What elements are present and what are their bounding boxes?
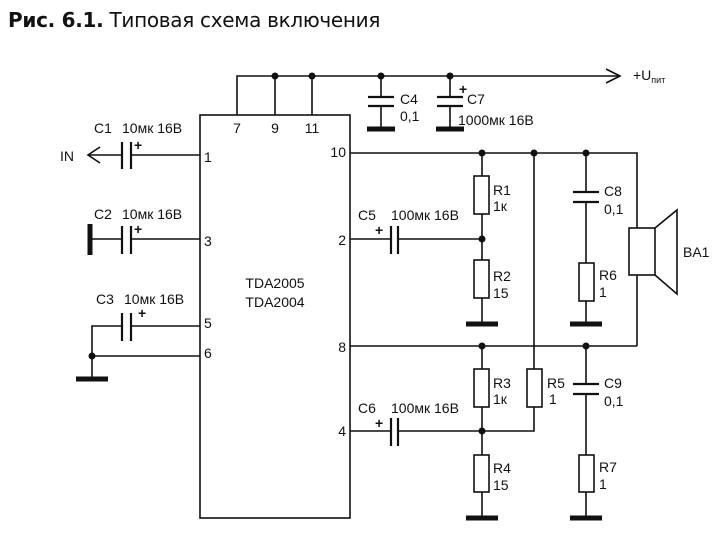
r3-ref: R3 bbox=[493, 375, 511, 391]
pin-8-label: 8 bbox=[338, 339, 346, 355]
ic-part-2: TDA2004 bbox=[245, 294, 304, 310]
pin-5-label: 5 bbox=[204, 315, 212, 331]
pin-4-label: 4 bbox=[338, 423, 346, 439]
junction-dot bbox=[271, 72, 279, 80]
pin-3-label: 3 bbox=[204, 233, 212, 249]
speaker-ba1 bbox=[628, 208, 678, 346]
input-c1 bbox=[86, 142, 200, 169]
pin-10-label: 10 bbox=[330, 144, 346, 160]
c2-value: 10мк 16В bbox=[122, 206, 182, 222]
c3-ref: C3 bbox=[96, 291, 114, 307]
c8-value: 0,1 bbox=[604, 201, 624, 217]
pin-1-label: 1 bbox=[204, 149, 212, 165]
zobel-c8-r6 bbox=[570, 153, 602, 327]
input-label: IN bbox=[60, 148, 74, 164]
c4-ref: C4 bbox=[400, 91, 418, 107]
resistor-r1 bbox=[473, 175, 490, 215]
c3-value: 10мк 16В bbox=[124, 291, 184, 307]
c6-value: 100мк 16В bbox=[391, 400, 459, 416]
capacitor-c3 bbox=[76, 313, 200, 382]
c4-value: 0,1 bbox=[400, 108, 420, 124]
r6-value: 1 bbox=[599, 284, 607, 300]
capacitor-c4 bbox=[367, 76, 395, 132]
ba1-ref: BA1 bbox=[683, 244, 710, 260]
figure-caption: Рис. 6.1. Типовая схема включения bbox=[8, 8, 380, 32]
ic-body bbox=[199, 114, 351, 519]
figure-title: Типовая схема включения bbox=[109, 8, 381, 32]
c1-value: 10мк 16В bbox=[122, 120, 182, 136]
r2-value: 15 bbox=[493, 285, 509, 301]
r6-ref: R6 bbox=[599, 267, 617, 283]
c7-polarity: + bbox=[459, 81, 467, 97]
c2-polarity: + bbox=[134, 221, 142, 237]
resistor-r5 bbox=[526, 368, 543, 408]
c7-value: 1000мк 16В bbox=[458, 112, 534, 128]
r3-value: 1к bbox=[493, 391, 508, 407]
resistor-r3 bbox=[473, 368, 490, 408]
r1-value: 1к bbox=[493, 198, 508, 214]
r5-value: 1 bbox=[549, 391, 557, 407]
supply-rail bbox=[236, 68, 622, 115]
supply-label: +Uпит bbox=[633, 67, 665, 85]
resistor-r6 bbox=[578, 262, 595, 302]
bridge-r5 bbox=[482, 153, 543, 432]
junction-dot bbox=[88, 352, 96, 360]
c5-ref: C5 bbox=[358, 207, 376, 223]
r7-value: 1 bbox=[599, 476, 607, 492]
c5-value: 100мк 16В bbox=[391, 207, 459, 223]
r2-ref: R2 bbox=[493, 268, 511, 284]
r4-value: 15 bbox=[493, 477, 509, 493]
c5-polarity: + bbox=[375, 222, 383, 238]
pin-6-label: 6 bbox=[204, 345, 212, 361]
capacitor-c7 bbox=[436, 76, 464, 132]
c9-ref: C9 bbox=[604, 375, 622, 391]
ic-part-1: TDA2005 bbox=[245, 275, 304, 291]
c1-ref: C1 bbox=[94, 120, 112, 136]
c9-value: 0,1 bbox=[604, 393, 624, 409]
resistor-r2 bbox=[473, 259, 490, 299]
resistor-r4 bbox=[473, 454, 490, 493]
junction-dot bbox=[308, 72, 316, 80]
c1-polarity: + bbox=[134, 137, 142, 153]
r1-ref: R1 bbox=[493, 182, 511, 198]
pin-11-label: 11 bbox=[305, 120, 320, 136]
c6-polarity: + bbox=[375, 415, 383, 431]
figure-number: Рис. 6.1. bbox=[8, 8, 104, 32]
c3-polarity: + bbox=[138, 305, 146, 321]
c8-ref: C8 bbox=[604, 183, 622, 199]
r4-ref: R4 bbox=[493, 460, 511, 476]
pin-7-label: 7 bbox=[233, 120, 241, 136]
r5-ref: R5 bbox=[547, 375, 565, 391]
zobel-c9-r7 bbox=[570, 346, 602, 521]
resistor-r7 bbox=[578, 454, 595, 493]
feedback-r1-r2-c5 bbox=[350, 153, 498, 327]
pin-9-label: 9 bbox=[271, 120, 279, 136]
output-net-pin8 bbox=[350, 342, 637, 350]
r7-ref: R7 bbox=[599, 459, 617, 475]
pin-2-label: 2 bbox=[338, 232, 346, 248]
c6-ref: C6 bbox=[358, 400, 376, 416]
capacitor-c2 bbox=[87, 224, 200, 255]
feedback-r3-r4-c6 bbox=[350, 346, 498, 521]
c2-ref: C2 bbox=[94, 206, 112, 222]
c7-ref: C7 bbox=[467, 91, 485, 107]
